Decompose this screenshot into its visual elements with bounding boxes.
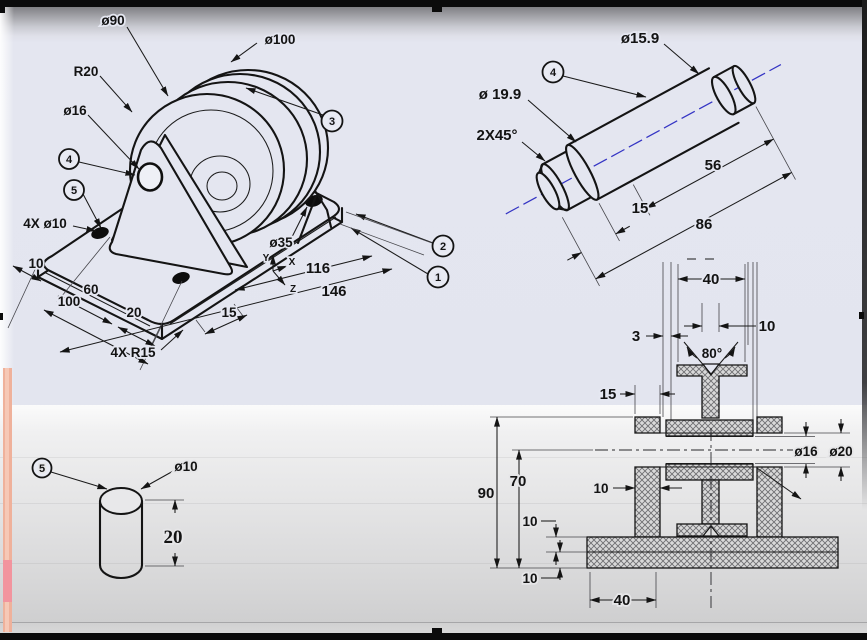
right-edge-dot <box>859 312 864 319</box>
dim-label-40-top: 40 <box>703 271 720 288</box>
dim-label-10-step-lower: 10 <box>522 571 537 586</box>
dim-label-60: 60 <box>83 282 98 297</box>
scanline <box>0 503 867 504</box>
salmon-strip-highlight <box>5 368 9 632</box>
section-geometry <box>586 363 839 569</box>
dim-label-3: 3 <box>632 328 640 345</box>
iso-dimensions <box>7 26 434 371</box>
top-gradient-band <box>0 7 867 43</box>
scanline <box>0 563 867 564</box>
axis-label-z: Z <box>290 284 296 295</box>
balloon-5-number: 5 <box>71 185 77 197</box>
dim-label-dia19-9: ø 19.9 <box>479 86 522 103</box>
dim-label-40-bottom: 40 <box>614 592 631 609</box>
dim-label-dia10: ø10 <box>174 459 197 474</box>
balloon-3-number: 3 <box>329 116 335 128</box>
dim-label-dia16: ø16 <box>63 103 87 118</box>
balloon-1[interactable]: 1 <box>426 265 450 289</box>
isometric-assembly-view: ø90 ø100 R20 ø16 4X ø10 10 100 60 20 4X … <box>7 11 455 371</box>
dim-label-100: 100 <box>58 294 81 309</box>
bottom-rule-line <box>0 622 867 623</box>
section-dimensions <box>490 276 850 608</box>
top-left-corner-mark <box>0 0 5 13</box>
balloon-5-pin-number: 5 <box>39 463 45 475</box>
dim-label-15-shaft: 15 <box>632 200 649 217</box>
shaft-body <box>535 64 757 212</box>
note-chamfer: 2X45° <box>476 127 517 144</box>
section-view: 40 10 3 80° 15 ø16 ø20 90 70 10 10 10 40 <box>476 258 854 611</box>
shaft-detail-view: ø15.9 ø 19.9 2X45° 56 15 86 4 <box>475 28 796 287</box>
top-bar-tab <box>432 7 442 12</box>
dim-label-10-step-upper: 10 <box>522 514 537 529</box>
dim-label-dia16-section: ø16 <box>794 444 818 459</box>
pin-cylinder <box>98 487 144 580</box>
left-gutter-highlight <box>0 7 14 405</box>
right-edge-shadow <box>862 0 867 510</box>
balloon-5-pin[interactable]: 5 <box>31 457 53 479</box>
balloon-4-shaft-number: 4 <box>550 67 557 79</box>
note-holes: 4X ø10 <box>23 216 67 231</box>
scanline <box>0 457 867 458</box>
shaft-hole <box>136 162 164 192</box>
bottom-window-bar <box>0 633 867 640</box>
shaft-leaders <box>521 43 700 162</box>
dim-label-dia90: ø90 <box>101 13 124 28</box>
dim-label-90: 90 <box>478 485 495 502</box>
dim-label-86: 86 <box>696 216 713 233</box>
dim-label-56: 56 <box>705 157 722 174</box>
pin-detail-view: ø10 20 5 <box>31 457 199 580</box>
dim-label-10: 10 <box>28 256 43 271</box>
shaft-dimensions <box>561 106 796 287</box>
lower-background <box>0 405 867 633</box>
left-edge-dot <box>0 313 3 320</box>
dim-label-15: 15 <box>221 305 237 320</box>
dim-label-dia35: ø35 <box>269 235 293 250</box>
balloon-2[interactable]: 2 <box>431 234 455 258</box>
dim-label-dia15-9: ø15.9 <box>621 30 659 47</box>
dim-label-10-top: 10 <box>759 318 776 335</box>
dim-label-dia20-section: ø20 <box>829 444 852 459</box>
axis-label-x: X <box>289 257 296 268</box>
dim-label-146: 146 <box>321 283 346 300</box>
dim-label-20-pin: 20 <box>164 527 183 548</box>
dim-label-dia100: ø100 <box>265 32 296 47</box>
dim-label-116: 116 <box>306 260 330 277</box>
balloon-5[interactable]: 5 <box>63 179 85 201</box>
balloon-2-number: 2 <box>440 241 446 253</box>
pin-dimensions <box>50 469 184 567</box>
dim-label-20: 20 <box>126 305 141 320</box>
coordinate-triad <box>270 254 288 286</box>
dim-label-15-wall: 15 <box>600 386 617 403</box>
balloon-1-number: 1 <box>435 272 441 284</box>
balloon-3[interactable]: 3 <box>320 109 344 133</box>
dim-label-80deg: 80° <box>702 346 722 361</box>
balloon-4-number: 4 <box>66 154 73 166</box>
balloon-4-shaft[interactable]: 4 <box>541 60 565 84</box>
dim-label-10-wall: 10 <box>593 481 608 496</box>
note-fillets: 4X R15 <box>110 345 156 360</box>
axis-label-y: Y <box>263 253 270 264</box>
dim-label-r20: R20 <box>74 64 99 79</box>
balloon-4[interactable]: 4 <box>58 148 80 170</box>
salmon-strip-pink-mark <box>3 560 12 602</box>
top-window-bar <box>0 0 867 7</box>
dim-label-70: 70 <box>510 473 527 490</box>
bottom-bar-tab <box>432 628 442 633</box>
